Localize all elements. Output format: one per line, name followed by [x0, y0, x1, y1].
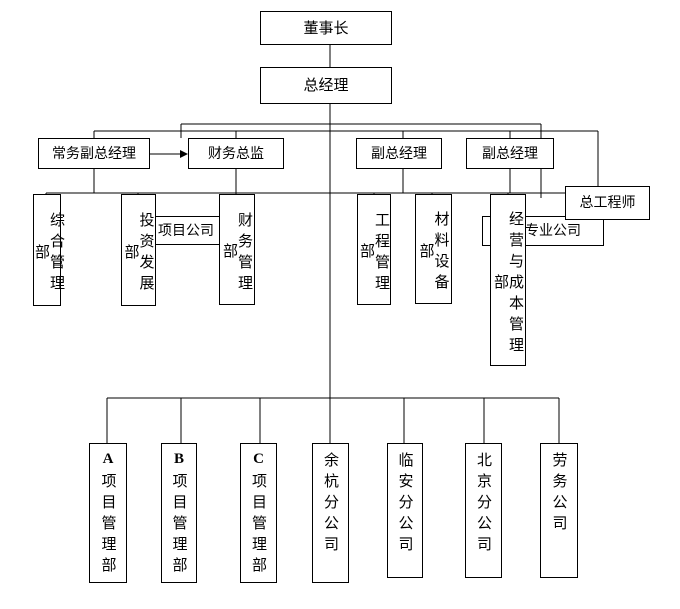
labor-company-label: 劳务公司 [550, 452, 569, 536]
chief-engineer-box: 总工程师 [565, 186, 650, 220]
engineering-management-dept-box: 工程管理部 [357, 194, 391, 305]
operation-cost-management-dept-box: 经营与成本管理部 [490, 194, 526, 366]
yuhang-branch-box: 余杭分公司 [312, 443, 349, 583]
yuhang-branch-label: 余杭分公司 [322, 452, 340, 557]
executive-deputy-gm-label: 常务副总经理 [52, 145, 136, 162]
project-b-management-dept-box: B 项目管理部 [161, 443, 197, 583]
deputy-gm-1-box: 副总经理 [356, 138, 442, 169]
investment-development-dept-box: 投资发展部 [121, 194, 156, 306]
finance-management-dept-label: 财务管理部 [221, 211, 254, 296]
investment-development-dept-label: 投资发展部 [122, 212, 156, 296]
general-management-dept-box: 综合管理部 [33, 194, 66, 306]
chairman-box: 董事长 [260, 11, 392, 45]
general-management-dept-label: 综合管理部 [33, 212, 66, 296]
deputy-gm-1-label: 副总经理 [371, 145, 427, 162]
project-a-label: 项目管理部 [99, 473, 118, 578]
project-a-letter: A [102, 451, 114, 467]
labor-company-box: 劳务公司 [540, 443, 578, 578]
deputy-gm-2-label: 副总经理 [482, 145, 538, 162]
engineering-management-dept-label: 工程管理部 [358, 211, 391, 296]
linan-branch-box: 临安分公司 [387, 443, 423, 578]
chief-engineer-label: 总工程师 [579, 195, 636, 211]
specialty-company-label: 专业公司 [525, 223, 581, 239]
project-company-box: 项目公司 [152, 216, 226, 245]
linan-branch-label: 临安分公司 [396, 452, 415, 557]
deputy-gm-2-box: 副总经理 [466, 138, 554, 169]
general-manager-label: 总经理 [303, 76, 349, 94]
project-c-letter: C [253, 451, 264, 467]
material-equipment-dept-label: 材料设备部 [417, 211, 451, 295]
beijing-branch-box: 北京分公司 [465, 443, 502, 578]
operation-cost-management-dept-label: 经营与成本管理部 [492, 210, 525, 358]
project-c-label: 项目管理部 [250, 473, 268, 578]
project-b-label: 项目管理部 [170, 473, 189, 578]
finance-management-dept-box: 财务管理部 [219, 194, 255, 305]
beijing-branch-label: 北京分公司 [475, 452, 493, 557]
material-equipment-dept-box: 材料设备部 [415, 194, 452, 304]
chairman-label: 董事长 [303, 18, 349, 37]
executive-deputy-gm-box: 常务副总经理 [38, 138, 150, 169]
finance-director-label: 财务总监 [208, 145, 264, 162]
general-manager-box: 总经理 [260, 67, 392, 104]
project-c-management-dept-box: C 项目管理部 [240, 443, 277, 583]
specialty-company-box: 专业公司 [482, 216, 604, 246]
finance-director-box: 财务总监 [188, 138, 284, 169]
project-a-management-dept-box: A 项目管理部 [89, 443, 127, 583]
project-company-label: 项目公司 [158, 222, 214, 239]
project-b-letter: B [173, 451, 184, 467]
